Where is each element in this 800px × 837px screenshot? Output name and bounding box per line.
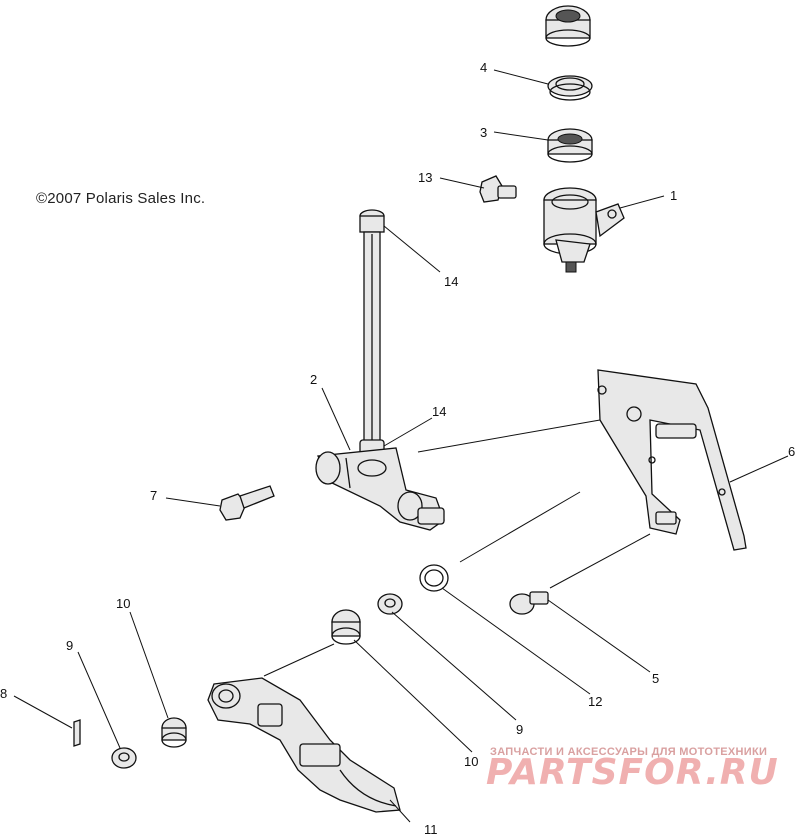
callout-6: 6 bbox=[788, 444, 795, 459]
part-12-clip bbox=[419, 564, 449, 592]
callout-3: 3 bbox=[480, 125, 487, 140]
callout-10-right: 10 bbox=[464, 754, 478, 769]
part-10-bushing-upper bbox=[331, 609, 361, 645]
callout-labels: 4 3 13 1 14 2 14 6 7 10 9 8 5 12 9 10 11 bbox=[0, 60, 795, 837]
part-2-cylinder-body bbox=[315, 447, 445, 531]
callout-4: 4 bbox=[480, 60, 487, 75]
part-11-brake-pedal bbox=[207, 677, 401, 813]
callout-5: 5 bbox=[652, 671, 659, 686]
callout-14-lower: 14 bbox=[432, 404, 446, 419]
part-5-bolt bbox=[509, 591, 549, 615]
copyright-notice: ©2007 Polaris Sales Inc. bbox=[36, 190, 206, 207]
callout-7: 7 bbox=[150, 488, 157, 503]
callout-1: 1 bbox=[670, 188, 677, 203]
part-9-washer-lower bbox=[111, 747, 137, 769]
reservoir-cap bbox=[545, 5, 591, 47]
callout-9-left: 9 bbox=[66, 638, 73, 653]
callout-2: 2 bbox=[310, 372, 317, 387]
callout-10-left: 10 bbox=[116, 596, 130, 611]
callout-13: 13 bbox=[418, 170, 432, 185]
callout-14-upper: 14 bbox=[444, 274, 458, 289]
part-3-seal bbox=[547, 128, 593, 163]
part-7-bolt bbox=[219, 485, 275, 521]
part-13-bolt bbox=[479, 175, 517, 203]
watermark-tagline: ЗАПЧАСТИ И АКСЕССУАРЫ ДЛЯ МОТОТЕХНИКИ bbox=[490, 746, 768, 758]
part-4-diaphragm bbox=[547, 75, 593, 101]
callout-8: 8 bbox=[0, 686, 7, 701]
part-1-master-cylinder bbox=[543, 187, 625, 273]
part-6-bracket bbox=[597, 369, 747, 551]
callout-9-right: 9 bbox=[516, 722, 523, 737]
callout-12: 12 bbox=[588, 694, 602, 709]
callout-11: 11 bbox=[424, 822, 438, 837]
watermark-brand: PARTSFOR.RU bbox=[486, 752, 779, 793]
part-14-hose bbox=[359, 209, 385, 455]
part-8-cotter-pin bbox=[73, 719, 81, 747]
part-9-washer-upper bbox=[377, 593, 403, 615]
leader-lines bbox=[13, 69, 789, 823]
part-10-bushing-lower bbox=[161, 717, 187, 748]
